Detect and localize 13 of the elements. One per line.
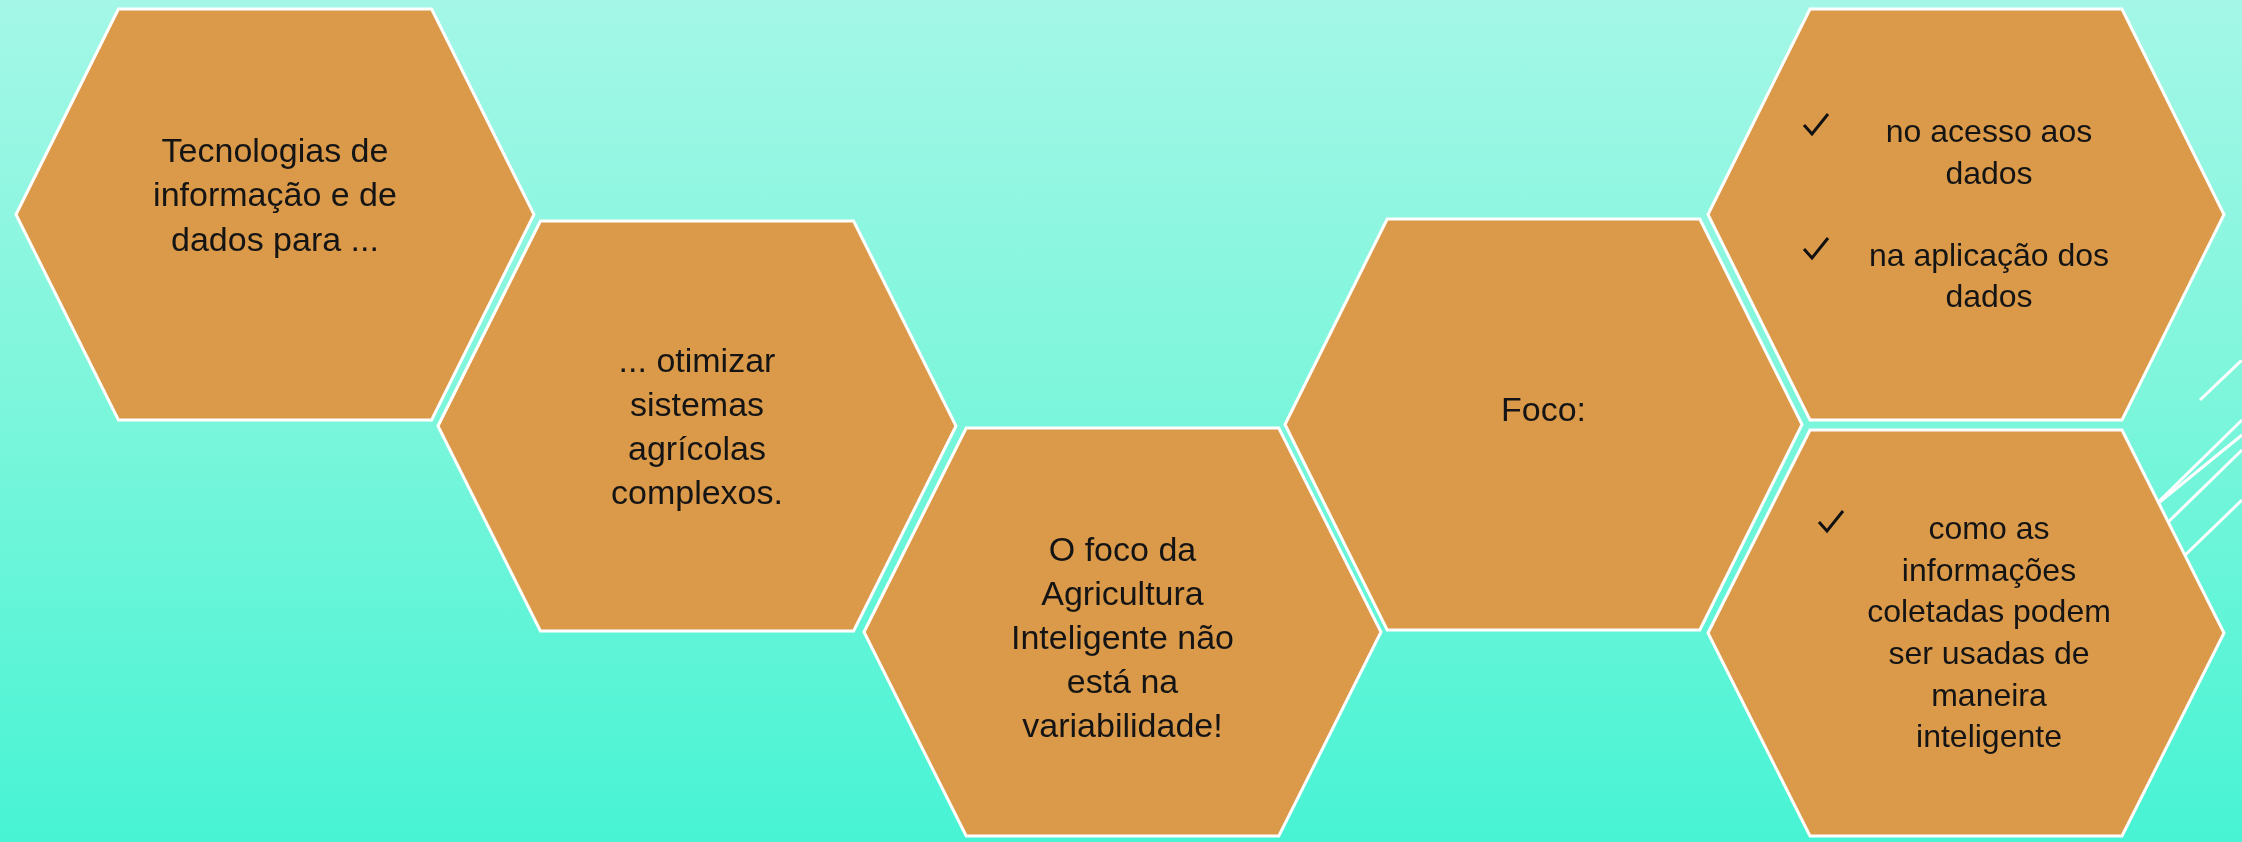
hexagon-box <box>862 426 1383 838</box>
hexagon-box <box>14 7 536 422</box>
hexagon-box <box>1706 428 2226 838</box>
node-text: Foco: <box>1500 389 1586 431</box>
node-text: no acesso aos dados <box>1884 112 2094 193</box>
node-text: na aplicação dos dados <box>1867 235 2111 317</box>
node-text: ... otimizar sistemas agrícolas complexos. <box>610 339 784 514</box>
hexagon-box <box>1283 217 1804 632</box>
node-text: Tecnologias de informação e de dados para ... <box>152 130 398 260</box>
hexagon-box <box>436 219 958 633</box>
node-text: O foco da Agricultura Inteligente não está na variabilidade! <box>1009 528 1236 747</box>
hexagon-box <box>1706 7 2226 422</box>
node-text: como as informações coletadas podem ser usadas de maneira inteligente <box>1866 509 2112 757</box>
